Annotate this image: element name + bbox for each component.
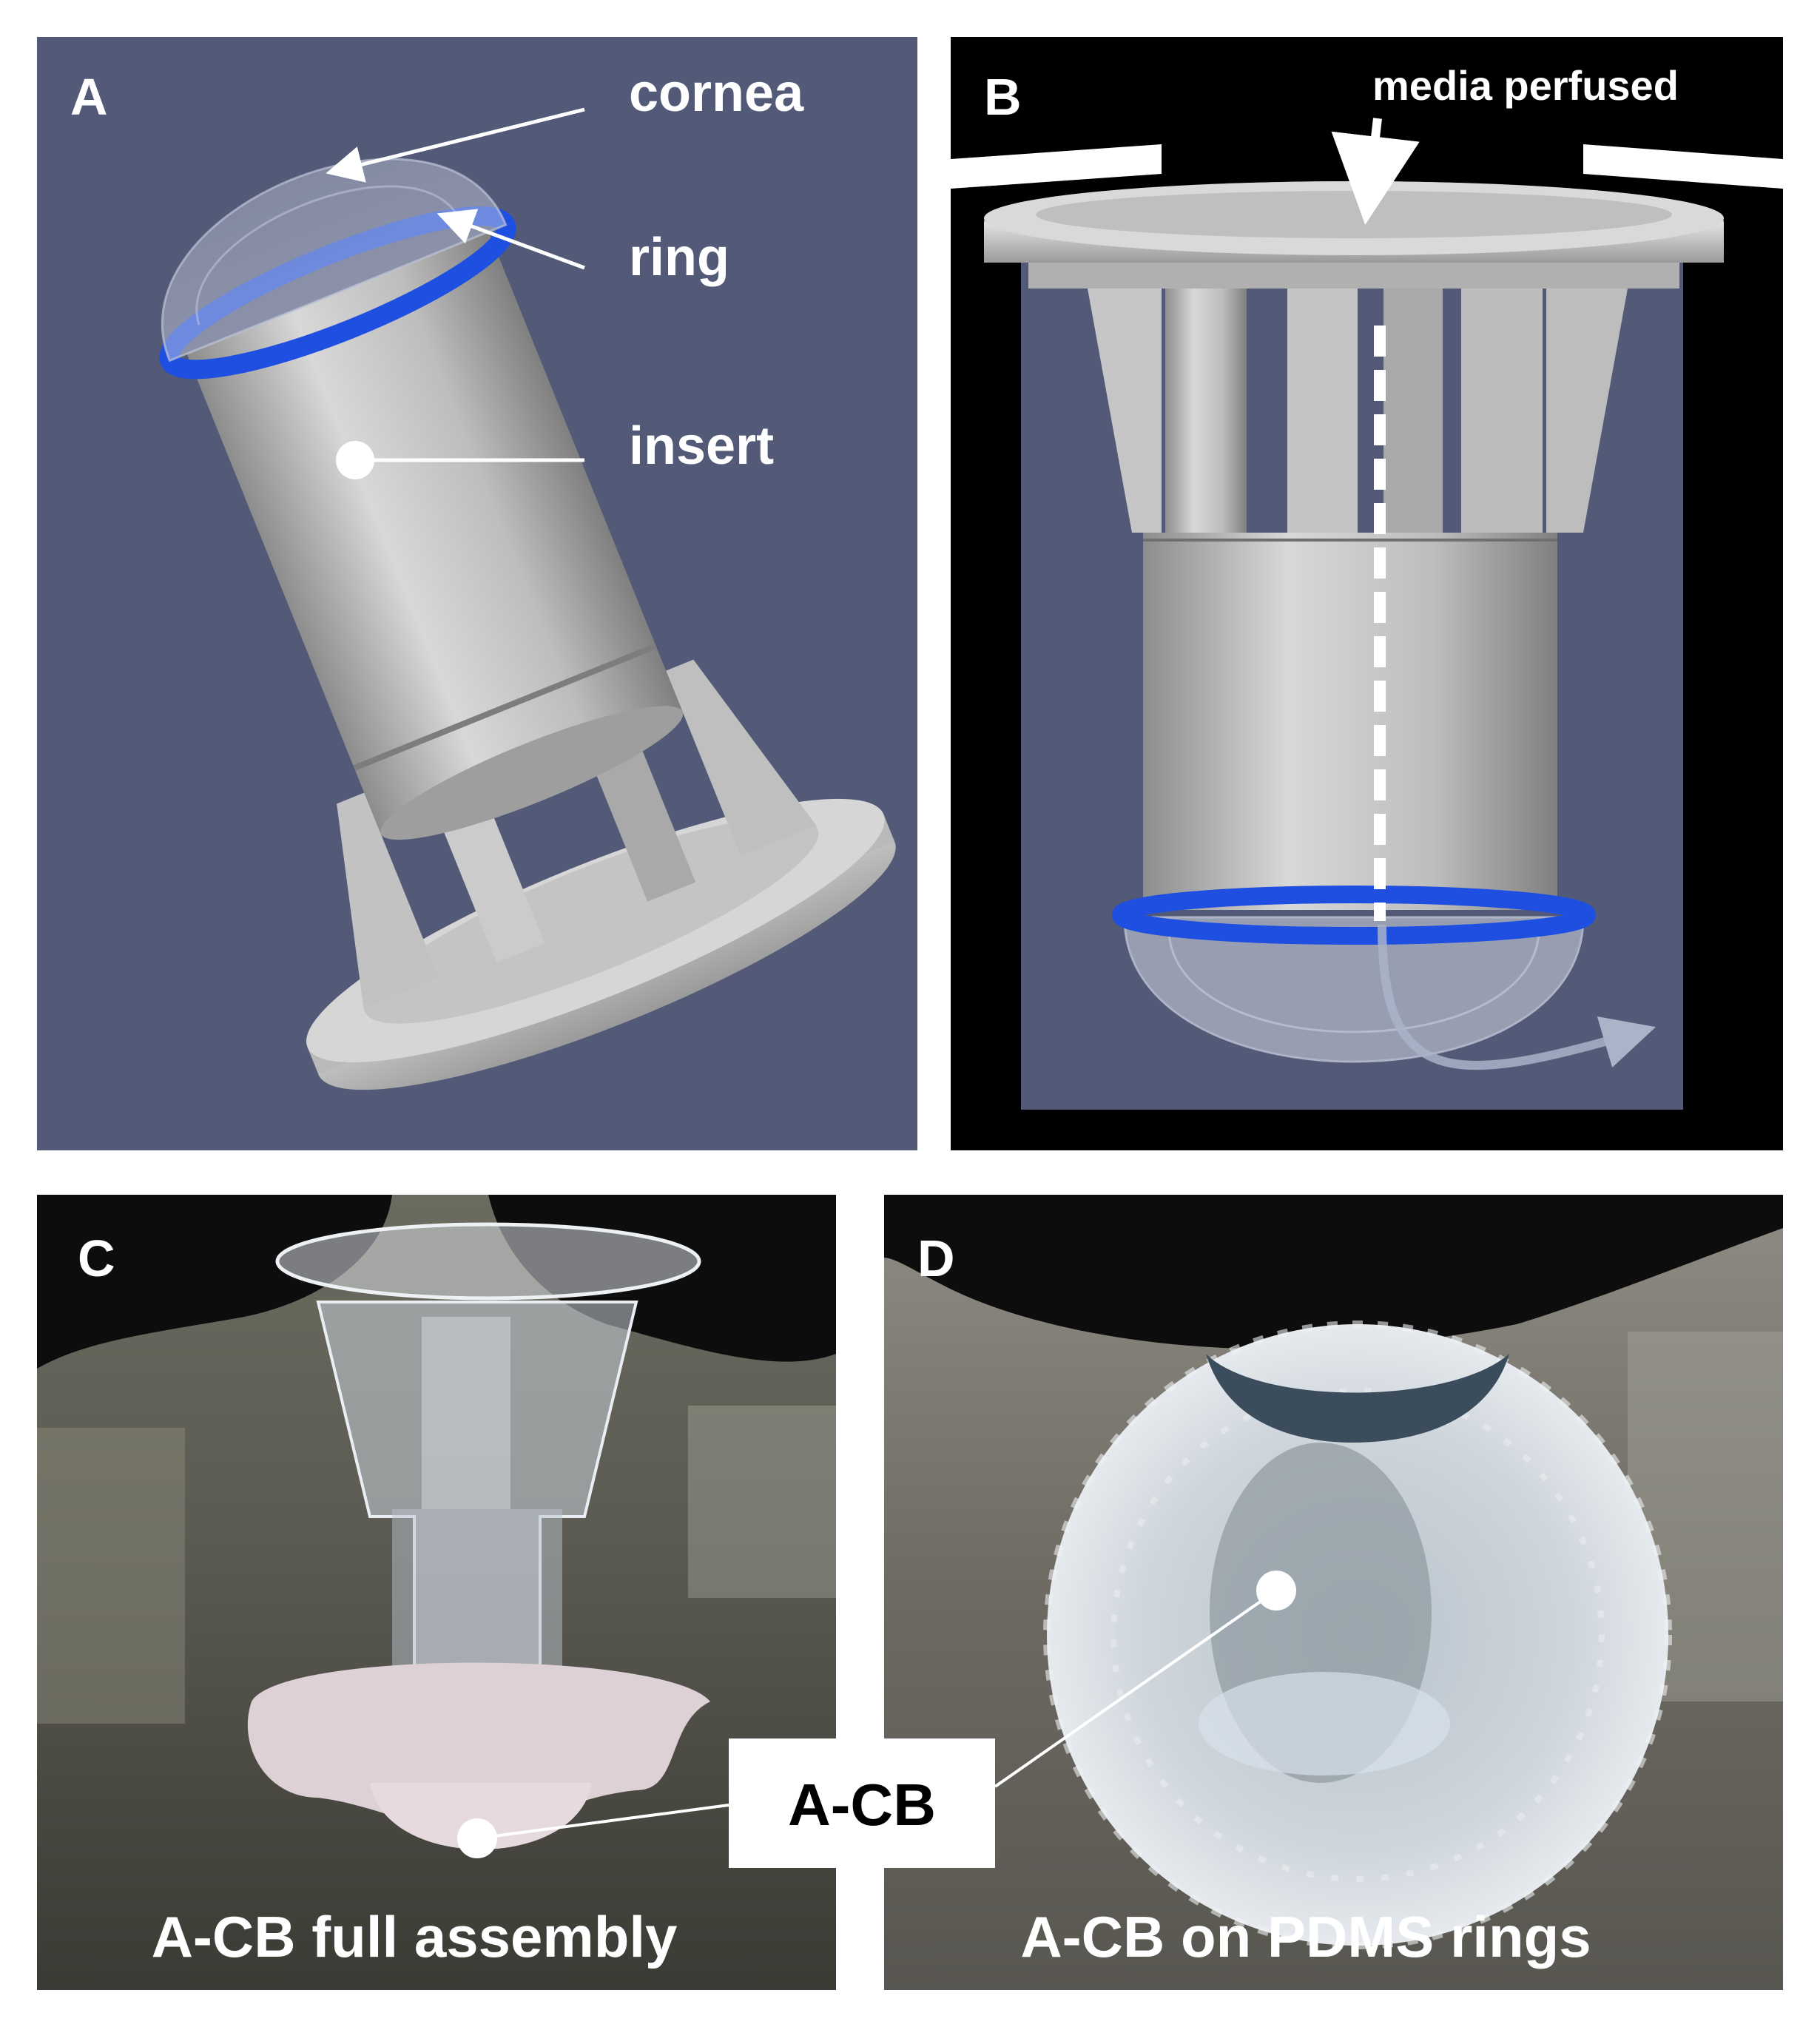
panel-d-letter: D <box>917 1230 955 1287</box>
media-arrow <box>1331 118 1420 225</box>
insert-dot <box>336 441 374 479</box>
cornea-dome-b <box>1123 916 1585 1063</box>
strut <box>1383 289 1443 533</box>
strut <box>1287 289 1358 533</box>
device-top-plate <box>275 1222 701 1301</box>
acb-box <box>729 1738 995 1868</box>
acb-leader-c <box>476 1804 729 1840</box>
cornea-bulb <box>370 1783 592 1849</box>
support-leg <box>666 659 817 857</box>
glove-left <box>37 1195 392 1369</box>
strut <box>1165 289 1247 533</box>
side-fin <box>1546 289 1628 533</box>
insert-body-b <box>1143 533 1557 910</box>
device-render-a <box>159 158 896 1090</box>
panel-a: A cornea ring insert <box>37 37 917 1150</box>
strut <box>1461 289 1543 533</box>
tissue-skirt <box>247 1662 710 1835</box>
guide-bar-left <box>951 144 1162 189</box>
ring-shape-b <box>1112 886 1596 945</box>
ring-arrow <box>437 209 585 270</box>
cornea-label: cornea <box>629 64 804 123</box>
panel-c: C A-CB full assembly <box>37 1195 836 1990</box>
glove-d <box>884 1195 1783 1349</box>
acb-label: A-CB <box>788 1772 936 1838</box>
panel-b: B media perfused <box>951 37 1783 1150</box>
guide-bar-right <box>1583 144 1783 189</box>
panel-d-caption: A-CB on PDMS rings <box>1020 1904 1591 1969</box>
sealant-blob <box>1206 1354 1509 1443</box>
panel-c-caption: A-CB full assembly <box>152 1904 678 1969</box>
panel-d: D A-CB on PDMS rings <box>884 1195 1783 1990</box>
acb-leader-d <box>994 1589 1278 1788</box>
panel-b-letter: B <box>984 68 1022 126</box>
flow-arrow <box>1378 924 1656 1070</box>
cornea-arrow <box>326 107 585 183</box>
panel-a-letter: A <box>70 68 108 126</box>
cornea-dome <box>161 158 508 362</box>
insert-label: insert <box>629 416 774 476</box>
ring-label: ring <box>629 228 729 287</box>
media-perfused-label: media perfused <box>1372 62 1679 109</box>
acb-label-box: A-CB <box>729 1738 995 1868</box>
side-fin <box>1088 289 1162 533</box>
panel-c-letter: C <box>78 1230 115 1287</box>
support-leg <box>337 792 439 1009</box>
